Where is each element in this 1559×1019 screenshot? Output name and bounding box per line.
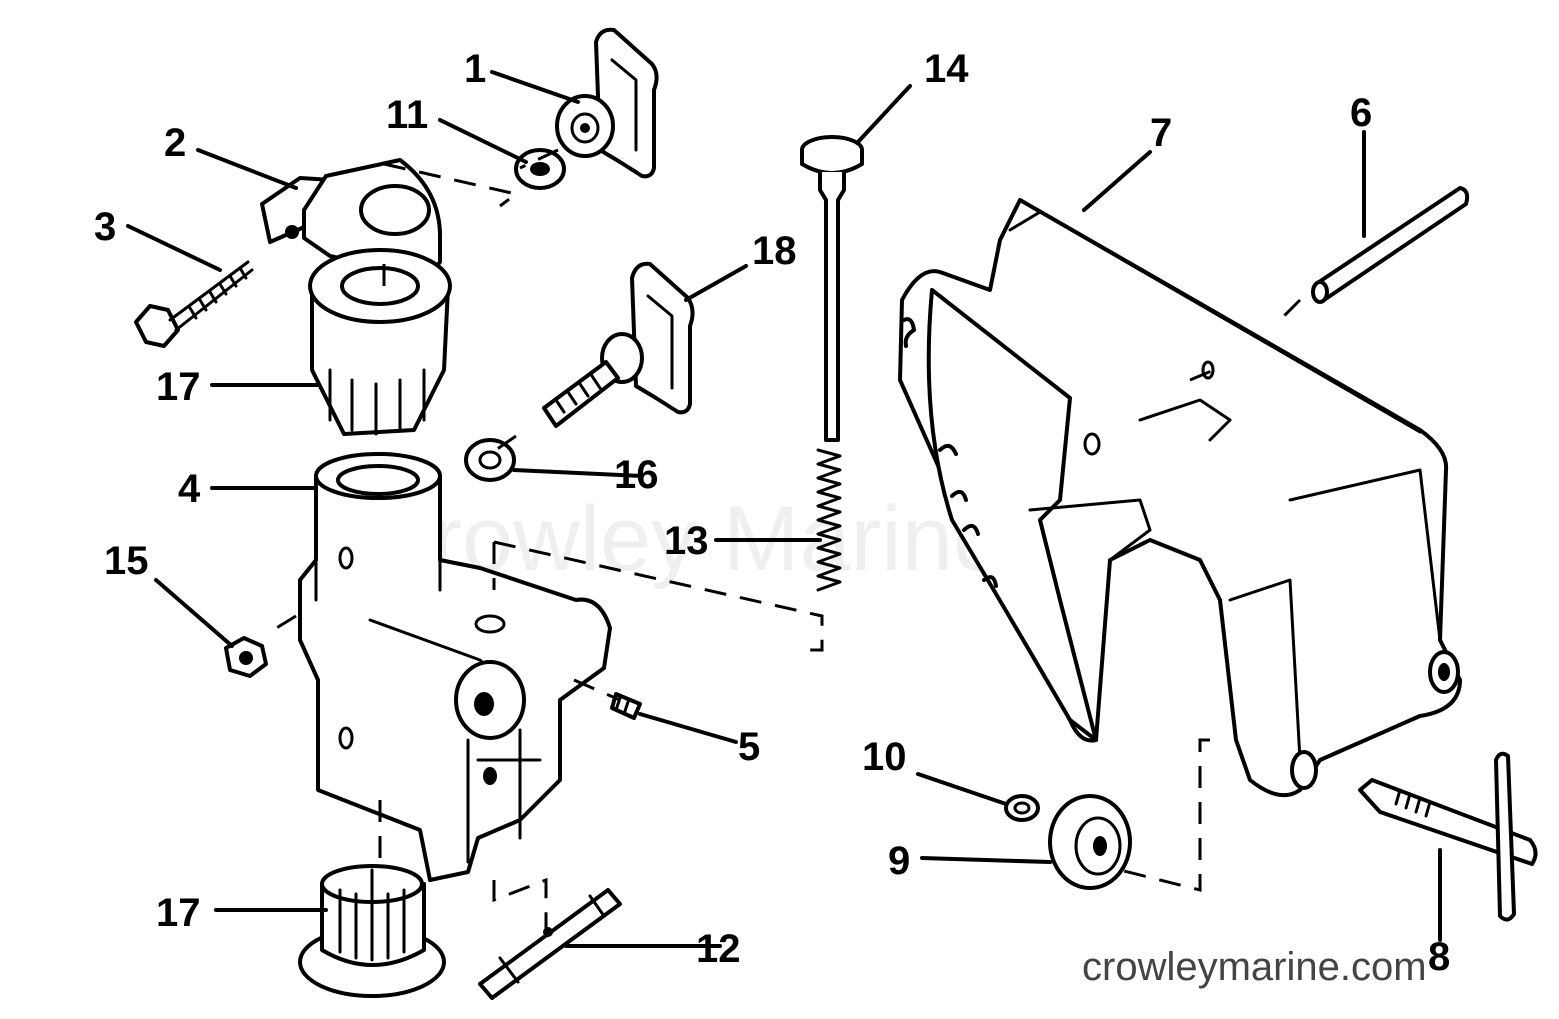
part-17-upper-bushing [308, 248, 452, 436]
callout-14: 14 [924, 47, 969, 91]
part-2-clamp [260, 158, 442, 277]
part-7-clamp-bracket [898, 198, 1462, 798]
callout-5: 5 [738, 725, 760, 769]
part-4-swivel-bracket [298, 452, 612, 882]
part-15-nut [224, 636, 268, 678]
callout-3: 3 [94, 205, 116, 249]
callout-1: 1 [464, 47, 486, 91]
callout-18: 18 [752, 229, 797, 273]
site-label: crowleymarine.com [1082, 945, 1427, 989]
callout-2: 2 [164, 121, 186, 165]
callout-8: 8 [1428, 935, 1450, 979]
callout-6: 6 [1350, 91, 1372, 135]
part-14-plunger [800, 135, 864, 442]
part-1-thumb-screw [555, 27, 659, 179]
part-18-handle-screw [542, 261, 695, 428]
part-13-spring [816, 448, 842, 592]
callout-13: 13 [664, 519, 709, 563]
callout-17-upper: 17 [156, 365, 201, 409]
part-9-pad [1048, 794, 1132, 890]
callout-numbers: 1 2 3 4 5 6 7 8 9 10 11 12 13 14 15 16 1… [94, 47, 1450, 979]
assembly-guide-lines [269, 148, 1302, 930]
part-17-lower-bushing [298, 864, 446, 998]
callout-12: 12 [696, 927, 741, 971]
callout-15: 15 [104, 539, 149, 583]
callout-11: 11 [386, 93, 428, 137]
part-16-washer [464, 438, 516, 482]
part-3-bolt [134, 260, 254, 348]
callout-10: 10 [862, 735, 907, 779]
callout-16: 16 [614, 453, 659, 497]
part-10-retainer [1004, 794, 1040, 822]
part-12-pin [478, 888, 622, 1000]
callout-9: 9 [888, 839, 910, 883]
leader-lines [126, 70, 1442, 948]
part-6-pin [1311, 186, 1470, 304]
callout-7: 7 [1150, 111, 1172, 155]
callout-17-lower: 17 [156, 891, 201, 935]
part-11-washer [514, 148, 566, 190]
callout-4: 4 [178, 467, 201, 511]
part-8-clamp-screw [1358, 751, 1538, 922]
